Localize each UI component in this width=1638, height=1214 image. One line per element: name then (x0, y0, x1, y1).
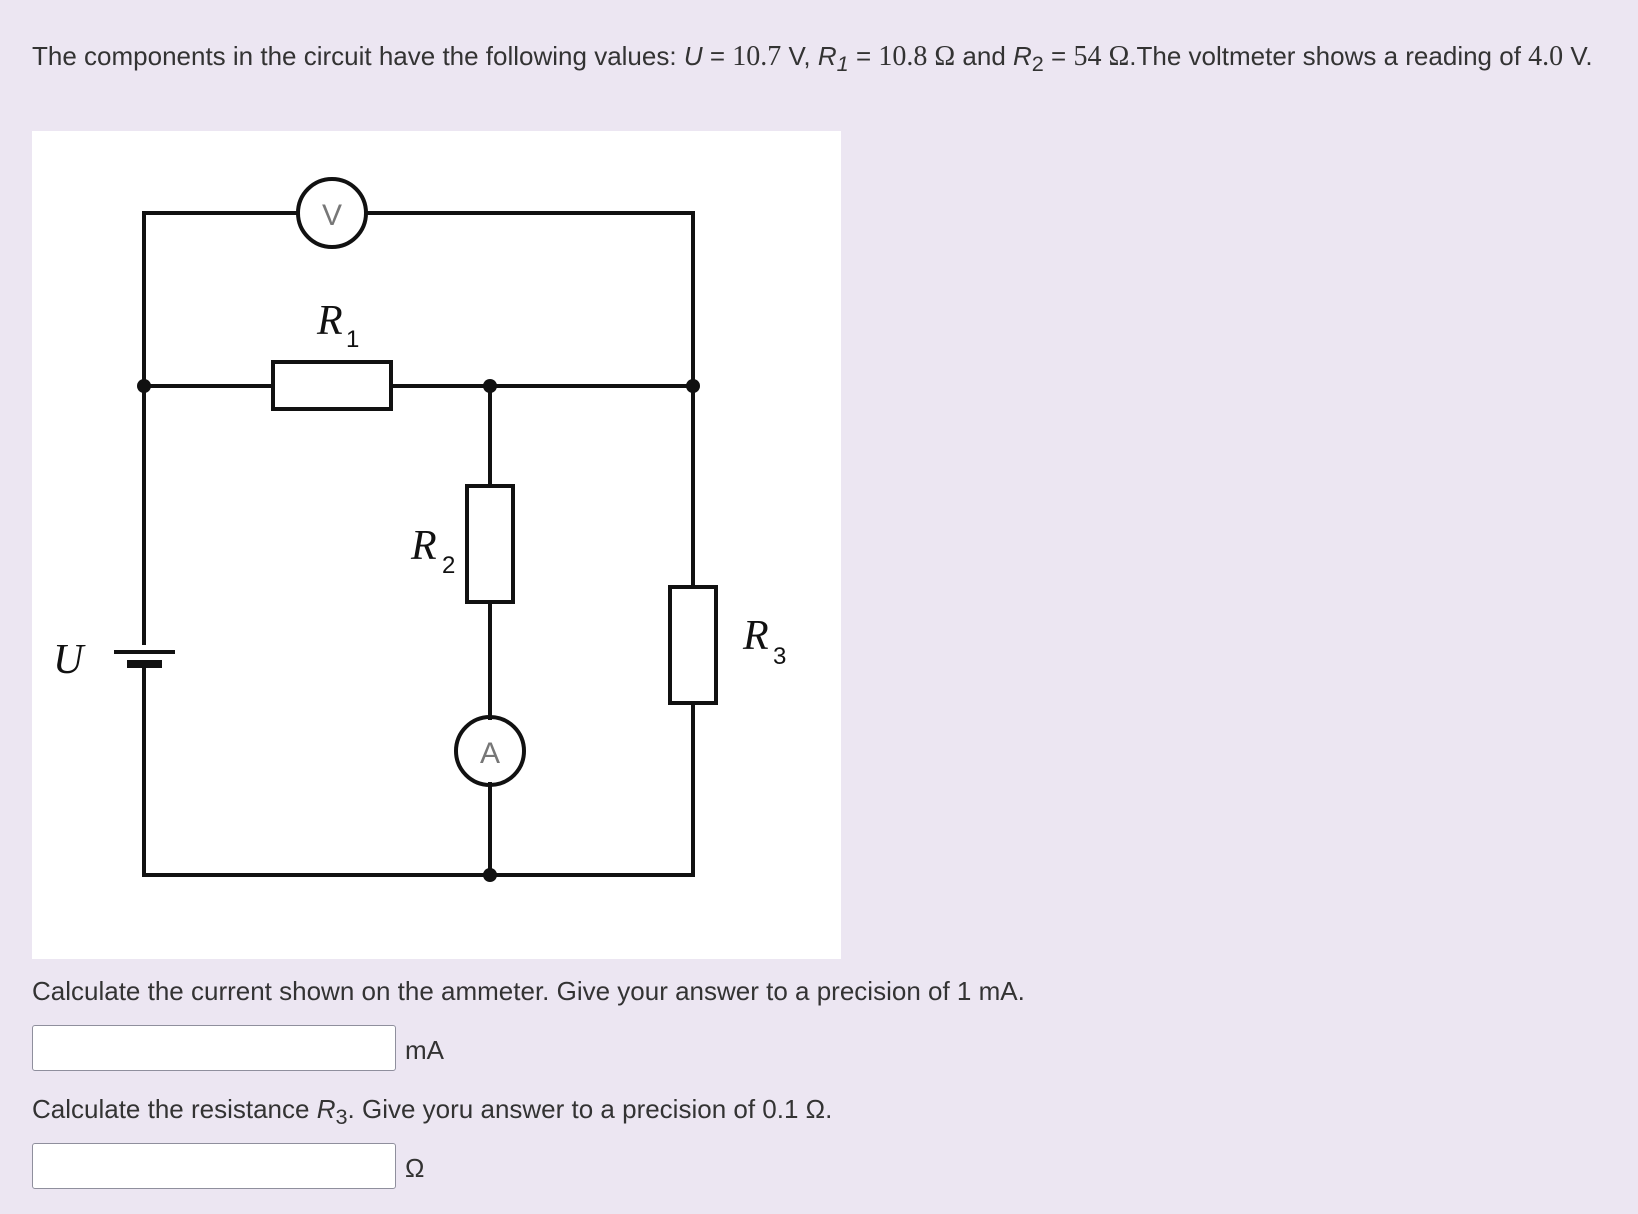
r1-subscript: 1 (836, 51, 849, 77)
source-label: U (53, 637, 86, 683)
circuit-diagram: V A R R R U 1 2 3 (32, 131, 841, 959)
r1-equals: = (848, 41, 879, 71)
q1-unit: mA (405, 1035, 444, 1065)
q2-answer-input[interactable] (32, 1143, 396, 1189)
u-symbol: U (683, 41, 703, 71)
voltmeter-text: .The voltmeter shows a reading of (1129, 41, 1521, 71)
r1-value: 10.8 Ω (878, 41, 956, 72)
ammeter-label: A (480, 737, 500, 770)
q2-r-symbol: R (316, 1094, 336, 1124)
voltmeter-label: V (322, 199, 342, 232)
q2-prompt-after: . Give yoru answer to a precision of 0.1… (347, 1094, 833, 1124)
resistor-r1 (271, 360, 393, 411)
voltmeter-icon (296, 177, 368, 249)
question-text: The components in the circuit have the f… (32, 36, 1612, 84)
junction-dot (137, 379, 151, 393)
r2-equals: = (1043, 41, 1074, 71)
q2-prompt-before: Calculate the resistance (32, 1094, 317, 1124)
q2-unit: Ω (405, 1153, 425, 1183)
reading-value: 4.0 (1528, 41, 1564, 72)
r3-letter: R (742, 613, 769, 659)
r2-subscript: 2 (1031, 51, 1044, 77)
resistor-r2 (465, 484, 515, 604)
q1-answer-input[interactable] (32, 1025, 396, 1071)
u-equals: = (702, 41, 733, 71)
r2-value: 54 Ω (1073, 41, 1130, 72)
u-unit: V, (781, 41, 818, 71)
and-text: and (955, 41, 1013, 71)
circuit-svg: V A R R R U 1 2 3 (53, 177, 786, 882)
q2-prompt: Calculate the resistance R3. Give yoru a… (32, 1093, 832, 1133)
q2-r-subscript: 3 (335, 1104, 348, 1130)
reading-unit: V. (1563, 41, 1593, 71)
r2-symbol: R (1013, 41, 1032, 71)
q1-prompt: Calculate the current shown on the ammet… (32, 976, 1025, 1006)
question-intro: The components in the circuit have the f… (32, 41, 677, 71)
resistor-r3 (668, 585, 718, 705)
r2-letter: R (410, 523, 437, 569)
u-value: 10.7 (732, 41, 782, 72)
r1-symbol: R (817, 41, 837, 71)
junction-dot (483, 868, 497, 882)
ammeter-icon (454, 715, 526, 787)
r3-subscript-label: 3 (773, 643, 786, 670)
r1-letter: R (316, 298, 343, 344)
r2-subscript-label: 2 (442, 552, 455, 579)
r1-subscript-label: 1 (346, 326, 359, 353)
junction-dot (483, 379, 497, 393)
junction-dot (686, 379, 700, 393)
